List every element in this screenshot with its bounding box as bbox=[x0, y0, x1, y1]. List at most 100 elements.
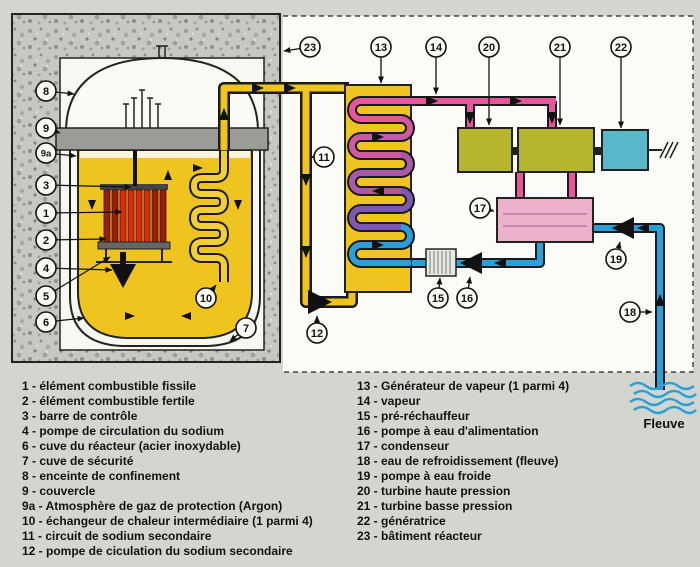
argon-gas-space bbox=[80, 151, 250, 158]
river: Fleuve bbox=[629, 381, 697, 431]
svg-text:19: 19 bbox=[610, 254, 622, 266]
legend-item: 2 - élément combustible fertile bbox=[22, 394, 195, 408]
svg-text:12: 12 bbox=[311, 328, 323, 340]
legend-item: 11 - circuit de sodium secondaire bbox=[22, 529, 212, 543]
svg-text:20: 20 bbox=[483, 42, 495, 54]
fertile-element bbox=[159, 189, 167, 243]
fertile-element bbox=[151, 189, 159, 243]
generator bbox=[601, 129, 649, 171]
svg-text:11: 11 bbox=[318, 152, 330, 164]
legend-item: 9a - Atmosphère de gaz de protection (Ar… bbox=[22, 499, 283, 513]
feedwater-pump-symbol bbox=[460, 252, 482, 274]
secondary-sodium-circuit bbox=[218, 82, 358, 314]
secondary-sodium-pump-symbol bbox=[308, 290, 332, 314]
svg-text:15: 15 bbox=[432, 293, 444, 305]
svg-text:9a: 9a bbox=[41, 149, 52, 160]
callout-9a: 9a bbox=[35, 142, 77, 164]
intermediate-heat-exchanger bbox=[189, 150, 229, 282]
legend-item: 14 - vapeur bbox=[357, 394, 421, 408]
callout-23: 23 bbox=[283, 36, 321, 58]
svg-text:3: 3 bbox=[43, 180, 49, 192]
callout-2: 2 bbox=[35, 229, 107, 251]
cooling-water-line bbox=[590, 217, 665, 390]
callout-5: 5 bbox=[35, 256, 111, 307]
callout-18: 18 bbox=[619, 301, 653, 323]
legend-item: 15 - pré-réchauffeur bbox=[357, 409, 470, 423]
legend-right-column: 13 - Générateur de vapeur (1 parmi 4) 14… bbox=[357, 379, 692, 544]
callout-13: 13 bbox=[370, 36, 392, 84]
safety-vessel bbox=[69, 150, 261, 347]
reactor-vessel-assembly bbox=[55, 89, 269, 347]
preheater bbox=[425, 248, 457, 277]
fissile-element bbox=[119, 189, 127, 243]
callout-9: 9 bbox=[35, 117, 61, 139]
svg-text:7: 7 bbox=[243, 323, 249, 335]
callout-3: 3 bbox=[35, 174, 132, 196]
vessel-lid bbox=[55, 127, 269, 151]
legend-item: 13 - Générateur de vapeur (1 parmi 4) bbox=[357, 379, 570, 393]
legend-item: 20 - turbine haute pression bbox=[357, 484, 511, 498]
power-output-symbol bbox=[659, 141, 679, 159]
legend-item: 6 - cuve du réacteur (acier inoxydable) bbox=[22, 439, 241, 453]
legend-item: 10 - échangeur de chaleur intermédiaire … bbox=[22, 514, 313, 528]
legend-item: 9 - couvercle bbox=[22, 484, 96, 498]
legend-item: 18 - eau de refroidissement (fleuve) bbox=[357, 454, 559, 468]
callout-6: 6 bbox=[35, 311, 85, 333]
dome-vent bbox=[156, 45, 168, 58]
legend-item: 4 - pompe de circulation du sodium bbox=[22, 424, 225, 438]
fertile-element bbox=[111, 189, 119, 243]
legend-item: 12 - pompe de ciculation du sodium secon… bbox=[22, 544, 293, 558]
fertile-element bbox=[103, 189, 111, 243]
callout-16: 16 bbox=[456, 276, 478, 309]
svg-text:13: 13 bbox=[375, 42, 387, 54]
callouts: 8 9 9a 3 1 2 4 5 6 7 10 11 12 23 13 bbox=[35, 36, 653, 344]
svg-text:5: 5 bbox=[43, 291, 49, 303]
condenser-tubes bbox=[503, 213, 587, 227]
steam-generator bbox=[344, 84, 415, 293]
svg-text:14: 14 bbox=[430, 42, 443, 54]
callout-10: 10 bbox=[195, 284, 217, 309]
callout-8: 8 bbox=[35, 80, 75, 102]
svg-text:18: 18 bbox=[624, 307, 636, 319]
turbine-shaft bbox=[512, 147, 518, 155]
svg-text:22: 22 bbox=[615, 42, 627, 54]
legend-item: 16 - pompe à eau d'alimentation bbox=[357, 424, 539, 438]
legend-left-column: 1 - élément combustible fissile 2 - élém… bbox=[22, 379, 352, 559]
flow-arrows bbox=[219, 83, 665, 306]
sodium-flow-arrows bbox=[88, 164, 242, 320]
fissile-element bbox=[143, 189, 151, 243]
condenser bbox=[496, 197, 594, 243]
callout-14: 14 bbox=[425, 36, 447, 95]
svg-text:8: 8 bbox=[43, 86, 49, 98]
control-rod bbox=[133, 150, 137, 186]
reactor-dome bbox=[64, 56, 260, 133]
control-rod-drives bbox=[123, 89, 161, 128]
lp-turbine bbox=[517, 127, 595, 173]
svg-text:23: 23 bbox=[304, 42, 316, 54]
core-support-diagrid bbox=[97, 241, 171, 250]
legend-item: 1 - élément combustible fissile bbox=[22, 379, 197, 393]
legend-item: 17 - condenseur bbox=[357, 439, 450, 453]
legend-item: 8 - enceinte de confinement bbox=[22, 469, 181, 483]
legend: 1 - élément combustible fissile 2 - élém… bbox=[0, 377, 700, 567]
fissile-element bbox=[135, 189, 143, 243]
svg-text:16: 16 bbox=[461, 293, 473, 305]
river-waves bbox=[629, 381, 697, 415]
callout-4: 4 bbox=[35, 257, 113, 279]
svg-text:9: 9 bbox=[43, 123, 49, 135]
legend-item: 23 - bâtiment réacteur bbox=[357, 529, 482, 543]
legend-item: 22 - génératrice bbox=[357, 514, 446, 528]
cold-water-pump-symbol bbox=[612, 217, 634, 239]
hp-turbine bbox=[457, 127, 513, 173]
sodium-pump-symbol bbox=[110, 264, 136, 288]
feedwater-line bbox=[408, 240, 545, 277]
callout-15: 15 bbox=[427, 277, 449, 309]
legend-item: 3 - barre de contrôle bbox=[22, 409, 138, 423]
callout-7: 7 bbox=[229, 317, 257, 342]
callout-19: 19 bbox=[605, 241, 627, 270]
svg-text:17: 17 bbox=[474, 203, 486, 215]
svg-text:10: 10 bbox=[200, 293, 212, 305]
river-label: Fleuve bbox=[643, 416, 684, 431]
legend-item: 7 - cuve de sécurité bbox=[22, 454, 134, 468]
